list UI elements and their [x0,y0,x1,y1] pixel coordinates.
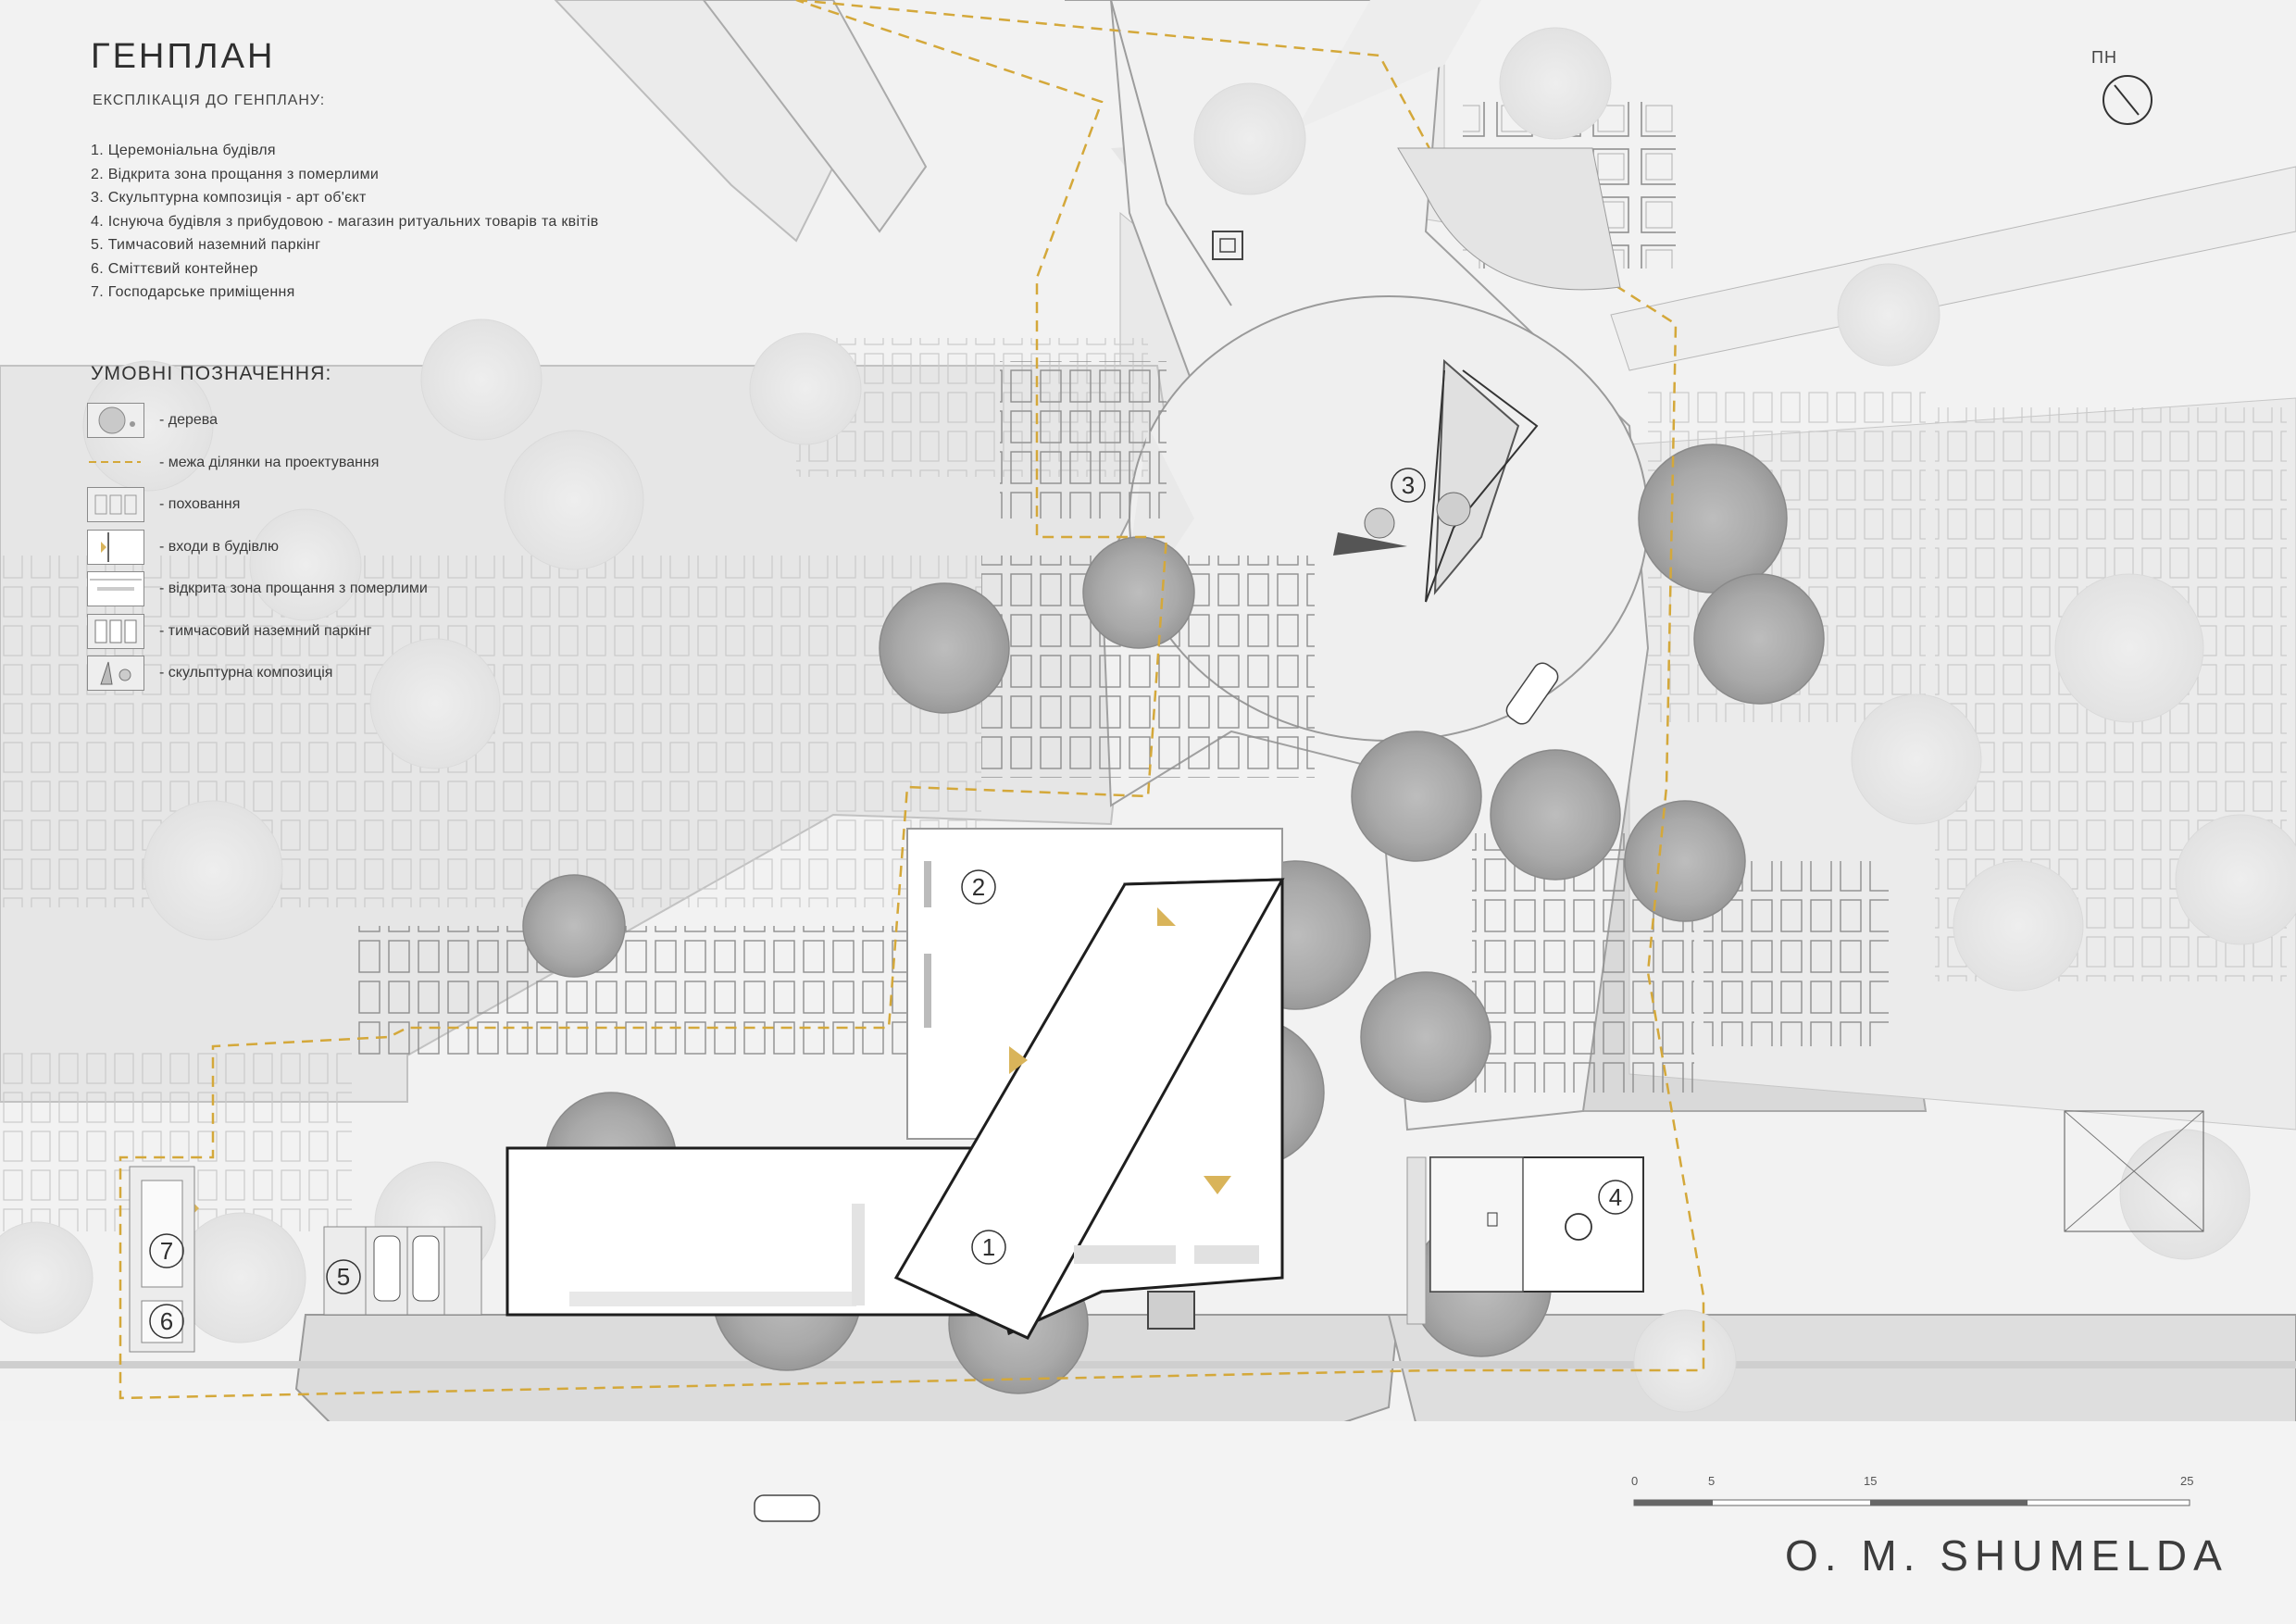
temporary-parking [323,1226,482,1316]
explication-item: 1. Церемоніальна будівля [91,143,276,158]
explication-item: 4. Існуюча будівля з прибудовою - магази… [91,213,599,230]
legend-title: УМОВНІ ПОЗНАЧЕННЯ: [91,363,332,384]
svg-text:5: 5 [337,1263,350,1291]
svg-text:6: 6 [160,1307,173,1335]
scale-tick: 0 [1631,1474,1639,1488]
ceremonial-building [505,878,1285,1340]
sculptural-composition [1333,358,1539,603]
marker-4: 4 [1598,1180,1633,1215]
entrance-icon [87,529,144,565]
explication-title: ЕКСПЛІКАЦІЯ ДО ГЕНПЛАНУ: [93,93,326,108]
explication-item: 2. Відкрита зона прощання з померлими [91,166,380,182]
svg-text:3: 3 [1402,471,1415,499]
road-edge [1110,0,1232,306]
plan-markers: 1 2 3 4 5 6 7 [149,468,1633,1339]
project-boundary-line [119,0,1705,1400]
svg-text:2: 2 [972,873,985,901]
explication-item: 7. Господарське приміщення [91,284,295,300]
tree-icon [87,403,144,438]
explication-item: 5. Тимчасовий наземний паркінг [91,237,321,253]
svg-text:1: 1 [982,1233,995,1261]
scale-tick: 5 [1708,1474,1716,1488]
traffic-island [1397,147,1621,291]
existing-building [1406,1156,1644,1325]
marker-6: 6 [149,1304,184,1339]
scale-tick: 25 [2180,1474,2194,1488]
explication-item: 3. Скульптурна композиція - арт об'єкт [91,190,367,206]
legend-label: - скульптурна композиція [159,665,333,681]
marker-2: 2 [961,869,996,905]
courtyard-square [1147,1291,1195,1330]
north-label: ПН [2091,48,2117,67]
scale-bar [1633,1499,2190,1506]
marker-5: 5 [326,1259,361,1294]
boundary-line-icon [87,445,144,481]
scale-tick: 15 [1864,1474,1878,1488]
building-entrances [190,907,1231,1218]
burial-icon [87,487,144,522]
explication-item: 6. Сміттєвий контейнер [91,260,258,277]
cars [754,662,1559,1522]
legend-label: - межа ділянки на проектування [159,454,380,470]
marker-1: 1 [971,1230,1006,1265]
legend-label: - відкрита зона прощання з померлими [159,581,428,596]
legend-label: - поховання [159,496,241,512]
author-name: O. M. SHUMELDA [1785,1531,2228,1580]
legend-label: - дерева [159,412,218,428]
legend-label: - входи в будівлю [159,538,279,555]
svg-text:4: 4 [1609,1183,1622,1211]
marker-7: 7 [149,1233,184,1268]
background-trees [0,27,2296,1413]
farewell-zone-icon [87,571,144,606]
explication-list: 1. Церемоніальна будівля 2. Відкрита зон… [91,139,599,305]
svg-text:7: 7 [160,1237,173,1265]
farewell-bench [924,861,931,907]
farewell-bench [924,954,931,1028]
page-title: ГЕНПЛАН [91,37,276,76]
parking-icon [87,613,144,649]
memorial-square [1212,231,1243,260]
legend-label: - тимчасовий наземний паркінг [159,622,372,639]
sculpture-icon [87,656,144,691]
north-arrow-icon [2103,75,2152,125]
marker-3: 3 [1391,468,1426,503]
